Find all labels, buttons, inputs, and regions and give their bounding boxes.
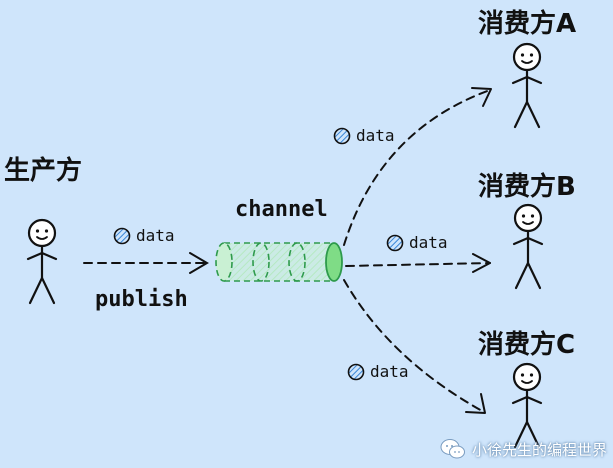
data-tag-label: data: [136, 226, 175, 245]
data-tag-consumer-c: data: [347, 362, 409, 381]
data-tag-consumer-a: data: [333, 126, 395, 145]
consumer-b-label: 消费方B: [478, 172, 576, 202]
publish-label: publish: [95, 287, 188, 312]
data-ball-icon: [386, 234, 404, 251]
consumer-a-figure: [511, 42, 543, 129]
channel-cylinder: [215, 242, 343, 282]
data-tag-consumer-b: data: [386, 233, 448, 252]
channel-label: channel: [235, 197, 328, 222]
publish-arrow: [83, 252, 209, 274]
data-tag-publish: data: [113, 226, 175, 245]
producer-label: 生产方: [4, 156, 83, 186]
data-ball-icon: [333, 127, 351, 144]
data-ball-icon: [347, 363, 365, 380]
arrow-to-consumer-c: [343, 279, 486, 414]
consumer-b-figure: [512, 203, 544, 290]
consumer-c-figure: [511, 362, 543, 449]
data-tag-label: data: [370, 362, 409, 381]
data-tag-label: data: [409, 233, 448, 252]
data-tag-label: data: [356, 126, 395, 145]
data-ball-icon: [113, 227, 131, 244]
producer-figure: [26, 218, 58, 305]
consumer-c-label: 消费方C: [478, 330, 576, 360]
wechat-icon: [440, 439, 465, 459]
consumer-a-label: 消费方A: [478, 9, 577, 39]
arrow-to-consumer-a: [343, 87, 492, 246]
watermark-text: 小徐先生的编程世界: [471, 440, 607, 459]
arrow-to-consumer-b: [345, 253, 491, 273]
watermark: 小徐先生的编程世界: [440, 438, 607, 460]
